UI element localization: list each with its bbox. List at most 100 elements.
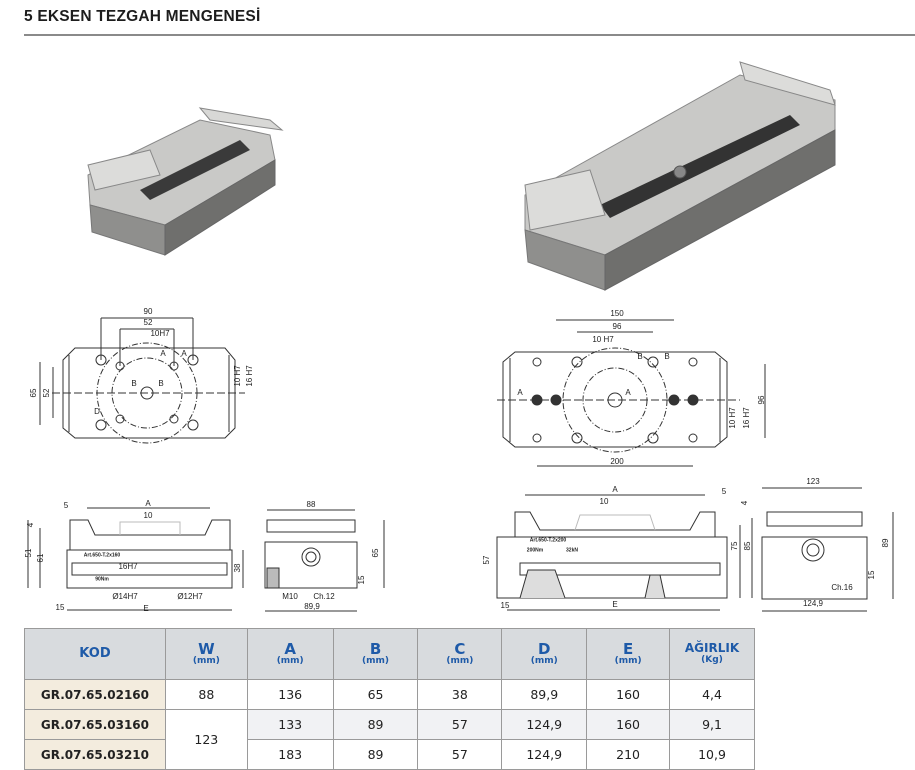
dim-label: 51 xyxy=(24,548,33,558)
plan-view-small xyxy=(39,317,245,444)
dim-label: 10 xyxy=(599,497,609,506)
dim-label: 200 xyxy=(610,457,624,466)
page-title: 5 EKSEN TEZGAH MENGENESİ xyxy=(24,8,261,25)
cell-w: 123 xyxy=(164,709,248,770)
model-marking: Art.650-T.2x160 xyxy=(83,552,121,559)
cell-agirlik: 4,4 xyxy=(669,679,755,710)
header-agirlik: AĞIRLIK(Kg) xyxy=(669,628,755,680)
dim-label: Ø14H7 xyxy=(112,592,138,601)
table-row: GR.07.65.03210 183 89 57 124,9 210 10,9 xyxy=(24,739,755,770)
cell-b: 65 xyxy=(332,679,419,710)
dim-label: 5 xyxy=(721,487,727,496)
header-unit: (mm) xyxy=(530,656,558,667)
header-label: KOD xyxy=(79,645,111,661)
cell-kod: GR.07.65.03210 xyxy=(24,739,166,770)
dim-label: Ch.16 xyxy=(831,583,853,592)
dim-label: 57 xyxy=(482,555,491,565)
cell-b: 89 xyxy=(332,709,419,740)
dim-label: 15 xyxy=(500,601,510,610)
cell-a: 183 xyxy=(246,739,334,770)
section-mark: B xyxy=(158,379,164,388)
force-marking: 32kN xyxy=(566,547,578,554)
header-c: C(mm) xyxy=(417,628,503,680)
dim-label: 96 xyxy=(757,395,766,405)
end-view-small xyxy=(264,509,385,612)
dim-label: 90 xyxy=(143,307,153,316)
cell-agirlik: 10,9 xyxy=(669,739,755,770)
dim-label: 4 xyxy=(26,522,35,528)
header-unit: (mm) xyxy=(276,656,304,667)
dim-label: E xyxy=(612,600,618,609)
dim-label: 150 xyxy=(610,309,624,318)
torque-marking: 90Nm xyxy=(95,576,109,583)
section-mark: A xyxy=(160,349,166,358)
dim-label: 38 xyxy=(233,563,242,573)
header-unit: (mm) xyxy=(192,656,220,667)
header-label: W xyxy=(198,639,215,658)
section-mark: A xyxy=(181,349,187,358)
dim-label: 65 xyxy=(29,388,38,398)
dim-label: Ch.12 xyxy=(313,592,335,601)
cell-e: 210 xyxy=(586,739,671,770)
cell-e: 160 xyxy=(586,709,671,740)
torque-marking: 200Nm xyxy=(526,547,544,554)
dim-label: 5 xyxy=(63,501,69,510)
front-view-large xyxy=(496,494,753,611)
cell-agirlik: 9,1 xyxy=(669,709,755,740)
header-e: E(mm) xyxy=(586,628,671,680)
cell-kod: GR.07.65.03160 xyxy=(24,709,166,740)
header-unit: (mm) xyxy=(362,656,390,667)
cell-d: 89,9 xyxy=(501,679,588,710)
dim-label: 52 xyxy=(42,388,51,398)
dim-label: M10 xyxy=(282,592,298,601)
dim-label: A xyxy=(145,499,151,508)
dim-label: 10 H7 xyxy=(728,407,737,429)
dim-label: 96 xyxy=(612,322,622,331)
dim-label: 15 xyxy=(357,575,366,585)
plan-view-large xyxy=(497,319,766,467)
cell-d: 124,9 xyxy=(501,739,588,770)
header-unit: (Kg) xyxy=(701,654,723,665)
header-label: A xyxy=(284,639,296,658)
cell-d: 124,9 xyxy=(501,709,588,740)
section-mark: B xyxy=(131,379,137,388)
section-mark: D xyxy=(94,407,100,416)
dim-label: 15 xyxy=(867,570,876,580)
dim-label: 10 xyxy=(143,511,153,520)
header-label: B xyxy=(369,639,382,658)
technical-drawings xyxy=(27,61,894,612)
header-label: D xyxy=(538,639,551,658)
dim-label: A xyxy=(612,485,618,494)
cell-c: 38 xyxy=(417,679,503,710)
dim-label: 16 H7 xyxy=(742,407,751,429)
header-unit: (mm) xyxy=(446,656,474,667)
title-divider xyxy=(24,34,915,36)
dim-label: 75 xyxy=(730,541,739,551)
header-kod: KOD xyxy=(24,628,166,680)
section-mark: A xyxy=(517,388,523,397)
table-row: GR.07.65.03160 123 133 89 57 124,9 160 9… xyxy=(24,709,755,770)
front-view-small xyxy=(27,507,244,611)
dim-label: Ø12H7 xyxy=(177,592,203,601)
dim-label: 52 xyxy=(143,318,153,327)
dim-label: 16 H7 xyxy=(245,365,254,387)
header-label: C xyxy=(454,639,466,658)
dim-label: 123 xyxy=(806,477,820,486)
cell-e: 160 xyxy=(586,679,671,710)
model-marking: Art.650-T.2x200 xyxy=(529,537,567,544)
dim-label: 89,9 xyxy=(304,602,320,611)
header-w: W(mm) xyxy=(164,628,248,680)
section-mark: B xyxy=(637,352,643,361)
cell-b: 89 xyxy=(332,739,419,770)
vise-photo-large xyxy=(524,61,836,291)
dim-label: 16H7 xyxy=(118,562,138,571)
dim-label: 10 H7 xyxy=(233,365,242,387)
cell-kod: GR.07.65.02160 xyxy=(24,679,166,710)
header-a: A(mm) xyxy=(246,628,334,680)
section-mark: B xyxy=(664,352,670,361)
dim-label: 10 H7 xyxy=(592,335,614,344)
dim-label: E xyxy=(143,604,149,613)
dim-label: 15 xyxy=(55,603,65,612)
header-label: E xyxy=(622,639,634,658)
cell-a: 133 xyxy=(246,709,334,740)
